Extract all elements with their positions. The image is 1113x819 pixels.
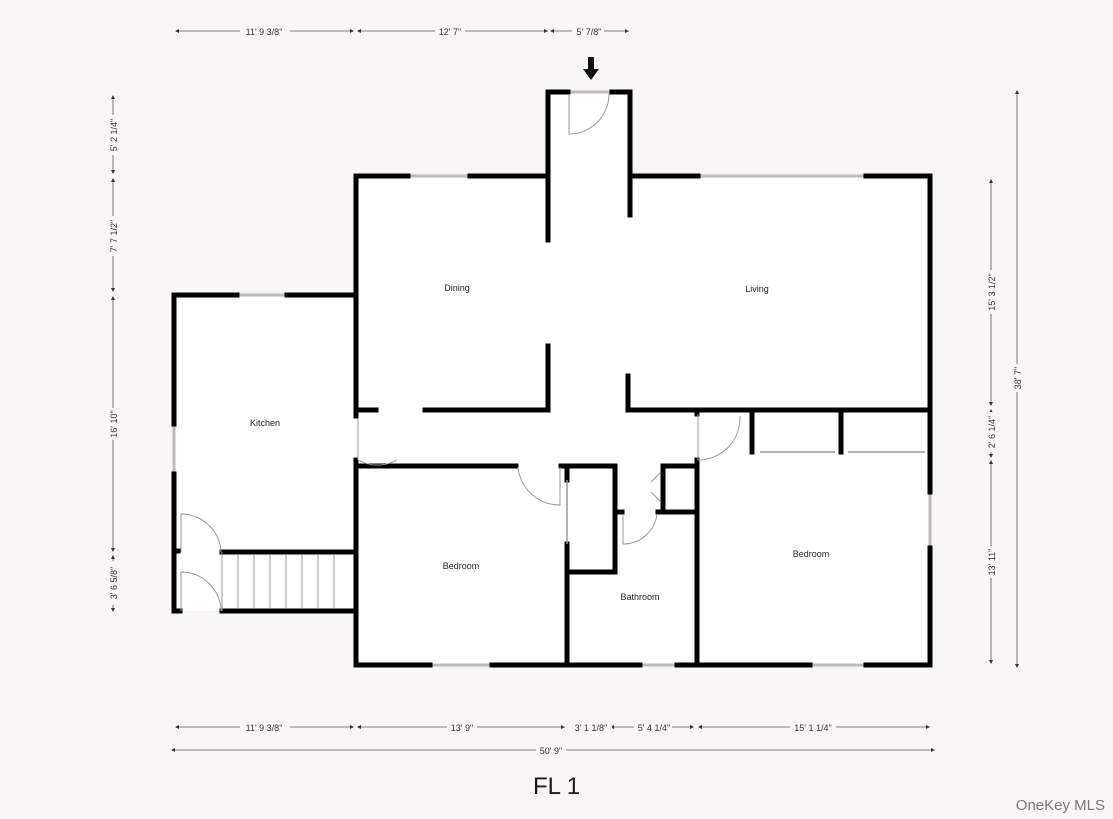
dim-top-0: 11' 9 3/8"	[246, 27, 283, 37]
dim-left-0: 5' 2 1/4"	[109, 119, 119, 151]
floor-fill	[174, 92, 930, 666]
kitchen-door	[357, 418, 398, 466]
dim-bottom-1: 13' 9"	[451, 723, 473, 733]
dim-bottom-0: 11' 9 3/8"	[246, 723, 283, 733]
dim-left-2: 16' 10"	[109, 410, 119, 437]
dim-bottom-total: 50' 9"	[540, 746, 562, 756]
room-label-kitchen: Kitchen	[250, 418, 280, 428]
dim-top-1: 12' 7"	[439, 27, 461, 37]
side-entry-door	[180, 571, 222, 612]
dim-right-1: 2' 6 1/4"	[987, 416, 997, 448]
kitchen-stair-door	[180, 513, 222, 553]
room-label-bedroom-left: Bedroom	[443, 561, 480, 571]
dim-bottom-2: 3' 1 1/8"	[575, 723, 607, 733]
watermark: OneKey MLS	[1015, 797, 1105, 814]
room-label-bedroom-right: Bedroom	[793, 549, 830, 559]
dim-bottom-3: 5' 4 1/4"	[638, 723, 670, 733]
closet-doors	[566, 451, 925, 544]
dim-left-1: 7' 7 1/2"	[109, 220, 119, 252]
dim-right-0: 15' 3 1/2"	[987, 273, 997, 310]
walls	[171, 89, 933, 668]
bedroom-left-door	[517, 466, 561, 506]
bedroom-right-door	[697, 414, 741, 461]
door-swings	[180, 93, 741, 612]
linen-closet-door	[650, 471, 662, 503]
room-labels: Dining Living Kitchen Bedroom Bedroom Ba…	[250, 283, 829, 602]
dim-right-2: 13' 11"	[987, 549, 997, 576]
dim-right-total: 38' 7"	[1013, 367, 1023, 389]
stairs	[221, 552, 335, 611]
arrow-down-icon	[583, 57, 599, 80]
room-label-living: Living	[745, 284, 769, 294]
bathroom-door	[622, 513, 658, 545]
floor-title: FL 1	[533, 773, 581, 800]
windows	[172, 90, 932, 667]
room-label-bathroom: Bathroom	[620, 592, 659, 602]
dim-left-3: 3' 6 5/8"	[109, 567, 119, 599]
room-label-dining: Dining	[444, 283, 470, 293]
dim-bottom-4: 15' 1 1/4"	[794, 723, 831, 733]
dim-top-2: 5' 7/8"	[577, 27, 602, 37]
dimension-labels: 11' 9 3/8" 12' 7" 5' 7/8" 5' 2 1/4" 7' 7…	[108, 25, 1024, 756]
entry-door	[568, 93, 610, 135]
